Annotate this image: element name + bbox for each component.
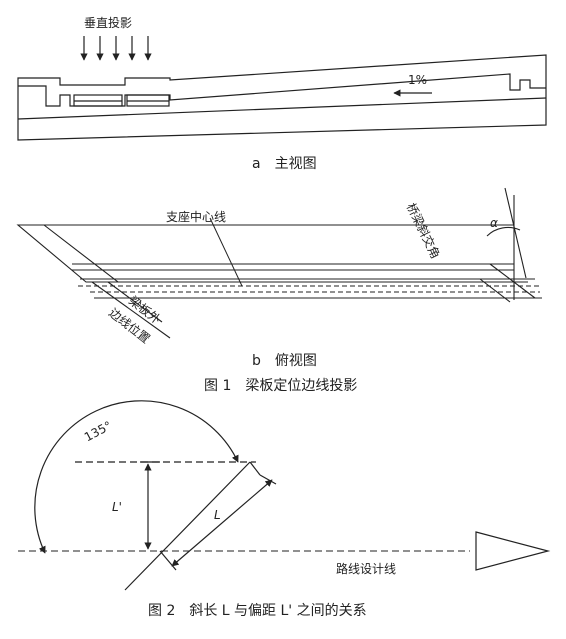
length-label: L — [214, 508, 221, 522]
route-direction-arrow — [475, 531, 551, 571]
subcaption-a: a 主视图 — [252, 156, 317, 172]
alpha-label: α — [490, 216, 498, 230]
projection-arrows — [80, 36, 152, 61]
projection-label: 垂直投影 — [84, 16, 133, 30]
skew-geometry — [75, 461, 277, 591]
center-line-leader — [209, 217, 243, 287]
beam-plan — [16, 187, 542, 339]
route-label: 路线设计线 — [336, 562, 397, 576]
center-line-label: 支座中心线 — [166, 210, 227, 224]
bearing-center-lines — [78, 285, 540, 293]
figure2-caption: 图 2 斜长 L 与偏距 L' 之间的关系 — [148, 603, 367, 619]
subcaption-b: b 俯视图 — [252, 353, 317, 369]
offset-label: L' — [112, 500, 122, 514]
beam-elevation — [17, 54, 547, 141]
angle-arc — [34, 400, 239, 554]
figure1-caption: 图 1 梁板定位边线投影 — [204, 378, 358, 394]
slope-label: 1% — [408, 73, 428, 87]
